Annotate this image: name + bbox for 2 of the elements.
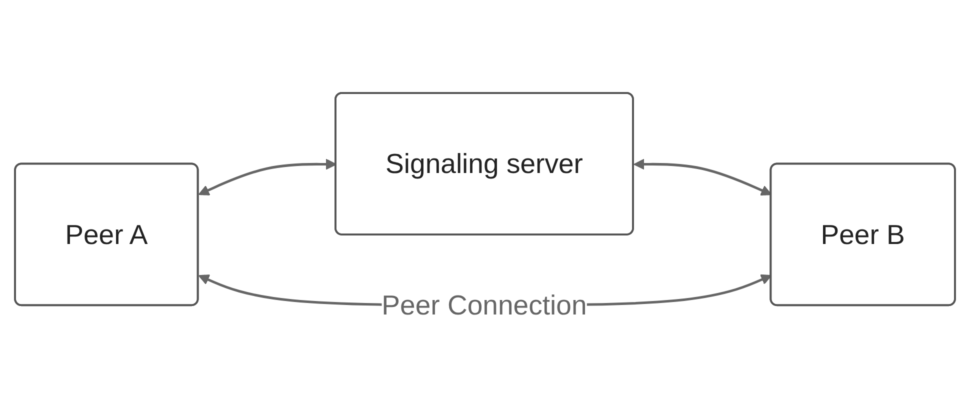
- edge-label: Peer Connection: [382, 290, 587, 321]
- arrow: [634, 158, 772, 196]
